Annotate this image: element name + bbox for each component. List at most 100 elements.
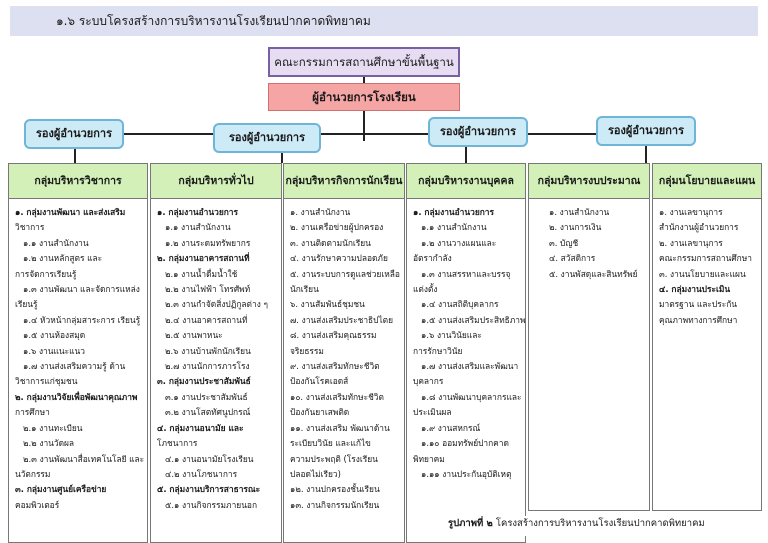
task-item: ๒.๗ งานนักการภารโรง [165,361,250,372]
figure-caption: รูปภาพที่ ๒ โครงสร้างการบริหารงานโรงเรีย… [448,516,764,536]
task-item: ๑. กลุ่มงานอำนวยการ [157,207,238,217]
connector-deputy-4-down [645,146,647,163]
task-item: ป้องกันโรคเอดส์ [290,376,349,387]
task-item: ๗. งานส่งเสริมประชาธิปไตย [290,314,394,325]
task-item: ๔. กลุ่มงานอนามัย และ [157,422,244,433]
task-item: ๔.๑ งานอนามัยโรงเรียน [165,453,254,464]
task-item: ประเมินผล [413,407,452,418]
task-item: ป้องกันยาเสพติด [290,407,350,418]
task-item: ๕.๑ งานกิจกรรมภายนอก [165,499,258,510]
task-item: เรียนรู้ [15,299,38,310]
deputy-director-box-1: รองผู้อำนวยการ [24,119,124,149]
task-item: วิชาการ [15,222,45,233]
task-item: ๒.๒ งานวัดผล [23,438,75,449]
task-item: ๑.๖ งานวินัยและ [421,330,482,341]
task-item: ๑. กลุ่มงานพัฒนา และส่งเสริม [15,207,126,217]
task-item: ๕. งานพัสดุและสินทรัพย์ [549,268,638,279]
connector-deputy-3-down [465,147,467,163]
task-item: บุคลากร [413,376,444,387]
group-task-list: ๑. กลุ่มงานพัฒนา และส่งเสริมวิชาการ๑.๑ ง… [9,199,147,513]
connector-deputy-1-down [74,149,76,163]
task-item: ๑. กลุ่มงานอำนวยการ [413,207,494,217]
task-item: ๒.๑ งานทะเบียน [23,422,83,433]
task-item: ปลอดไม่เรียว) [290,468,341,479]
deputy-director-box-3: รองผู้อำนวยการ [428,117,528,147]
task-item: ๑. งานสำนักงาน [549,207,610,217]
task-item: คณะกรรมการสถานศึกษา [659,253,752,264]
school-board-box: คณะกรรมการสถานศึกษาขั้นพื้นฐาน [268,47,460,77]
task-item: ๑๑. งานส่งเสริม พัฒนาด้าน [290,422,390,433]
task-item: ๑.๑ งานสำนักงาน [165,222,231,233]
task-item: การรักษาวินัย [413,345,463,356]
group-name: กลุ่มบริหารกิจการนักเรียน [284,164,404,199]
task-item: ๒.๔ งานอาคารสถานที่ [165,314,248,325]
task-item: ๒. งานเครือข่ายผู้ปกครอง [290,222,384,233]
page-title: ๑.๖ ระบบโครงสร้างการบริหารงานโรงเรียนปาก… [10,6,758,36]
director-box: ผู้อำนวยการโรงเรียน [268,83,460,111]
task-item: อัตรากำลัง [413,253,452,264]
task-item: ๑.๓ งานพัฒนา และจัดการแหล่ง [23,284,140,295]
task-item: วิชาการแก่ชุมชน [15,376,78,387]
task-item: ๑.๑๑ งานประกันอุบัติเหตุ [421,468,512,479]
task-item: แต่งตั้ง [413,284,438,295]
task-item: การจัดการเรียนรู้ [15,268,77,279]
task-item: ๕. งานระบบการดูแลช่วยเหลือ [290,268,400,279]
group-academic: กลุ่มบริหารวิชาการ ๑. กลุ่มงานพัฒนา และส… [8,163,148,543]
task-item: ๒. งานเลขานุการ [659,237,723,248]
task-item: ๒.๖ งานบ้านพักนักเรียน [165,345,251,356]
task-item: นักเรียน [290,284,319,295]
task-item: จริยธรรม [290,345,324,356]
task-item: ๒.๓ งานพัฒนาสื่อเทคโนโลยี และ [23,453,145,464]
task-item: ๑. งานสำนักงาน [290,207,351,217]
group-task-list: ๑. งานสำนักงาน๒. งานเครือข่ายผู้ปกครอง๓.… [284,199,404,513]
task-item: ๔. งานรักษาความปลอดภัย [290,253,388,264]
task-item: ๑.๒ งานระดมทรัพยากร [165,237,251,248]
group-task-list: ๑. งานเลขานุการสำนักงานผู้อำนวยการ๒. งาน… [653,199,761,328]
task-item: ๑.๙ งานสหกรณ์ [421,422,481,433]
task-item: ๓.๒ งานโสตทัศนูปกรณ์ [165,407,251,418]
task-item: นวัตกรรม [15,468,51,479]
task-item: ๓. งานนโยบายและแผน [659,268,746,279]
group-name: กลุ่มบริหารงบประมาณ [529,164,649,199]
task-item: สำนักงานผู้อำนวยการ [659,222,739,233]
task-item: ๑.๑ งานสำนักงาน [421,222,487,233]
task-item: ๑.๖ งานแนะแนว [23,345,85,356]
task-item: ๑๓. งานกิจกรรมนักเรียน [290,499,380,510]
deputy-director-box-2: รองผู้อำนวยการ [213,123,321,153]
task-item: ๒.๓ งานกำจัดสิ่งปฏิกูลต่าง ๆ [165,299,268,310]
task-item: ๑.๗ งานส่งเสริมและพัฒนา [421,361,519,372]
task-item: ๑.๘ งานพัฒนาบุคลากรและ [421,391,522,402]
task-item: ๓. บัญชี [549,237,579,248]
deputy-director-box-4: รองผู้อำนวยการ [596,116,696,146]
task-item: ๑.๑๐ ออมทรัพย์ปากคาด [421,438,509,449]
task-item: ความประพฤติ (โรงเรียน [290,453,378,464]
task-item: ๒.๒ งานไฟฟ้า โทรศัพท์ [165,284,251,295]
connector-director-trunk [363,111,365,141]
task-item: ระเบียบวินัย และแก้ไข [290,438,371,449]
task-item: ๓. งานติดตามนักเรียน [290,237,371,248]
task-item: พิทยาคม [413,453,445,464]
task-item: ๑.๓ งานสรรหาและบรรจุ [421,268,511,279]
caption-text: โครงสร้างการบริหารงานโรงเรียนปากคาดพิทยา… [495,518,705,529]
group-name: กลุ่มบริหารวิชาการ [9,164,147,199]
task-item: ๒. กลุ่มงานอาคารสถานที่ [157,253,250,264]
task-item: การศึกษา [15,407,50,418]
task-item: ๑.๒ งานหลักสูตร และ [23,253,103,264]
group-name: กลุ่มบริหารงานบุคคล [407,164,525,199]
group-task-list: ๑. งานสำนักงาน๒. งานการเงิน๓. บัญชี๔. สว… [529,199,649,282]
group-policy-planning: กลุ่มนโยบายและแผน ๑. งานเลขานุการสำนักงา… [652,163,762,511]
connector-deputy-2-down [281,153,283,163]
connector-board-director [363,77,365,83]
task-item: คุณภาพทางการศึกษา [659,314,738,325]
group-name: กลุ่มบริหารทั่วไป [151,164,281,199]
task-item: ๓. กลุ่มงานศูนย์เครือข่าย [15,484,107,495]
task-item: ๑.๒ งานวางแผนและ [421,237,497,248]
task-item: ๕. กลุ่มงานบริการสาธารณะ [157,484,261,495]
group-student-affairs: กลุ่มบริหารกิจการนักเรียน ๑. งานสำนักงาน… [283,163,405,543]
group-name: กลุ่มนโยบายและแผน [653,164,761,199]
task-item: ๙. งานส่งเสริมทักษะชีวิต [290,361,380,372]
task-item: ๔. สวัสดิการ [549,253,596,264]
task-item: คอมพิวเตอร์ [15,499,60,510]
task-item: ๒. งานการเงิน [549,222,602,233]
task-item: ๑.๗ งานส่งเสริมความรู้ ด้าน [23,361,126,372]
